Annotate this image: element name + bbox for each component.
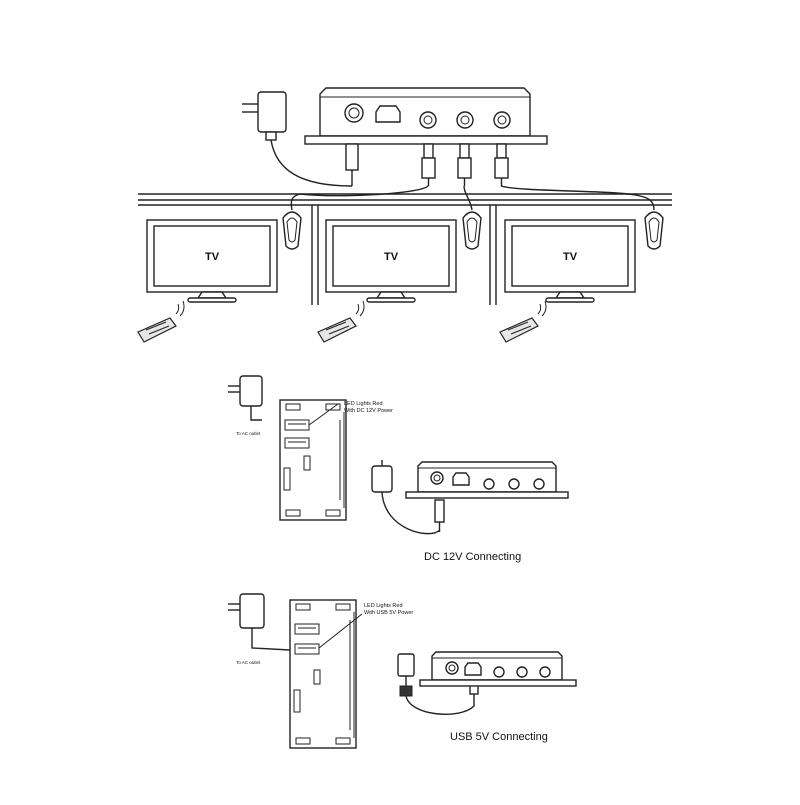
dc-caption: DC 12V Connecting bbox=[424, 551, 521, 563]
dc-ac-outlet-label: To AC outlet bbox=[236, 431, 261, 436]
ir-plugs-top bbox=[421, 143, 509, 186]
usb-ac-outlet-label: To AC outlet bbox=[236, 660, 261, 665]
ir-eye-middle bbox=[462, 211, 482, 250]
usb-hub-adapter bbox=[397, 653, 479, 715]
usb-section: To AC outlet LED Lights Red With USB 5V … bbox=[228, 593, 577, 749]
power-adapter-top bbox=[242, 91, 353, 187]
tv-left-label: TV bbox=[205, 251, 220, 263]
usb-led-note-line1: LED Lights Red bbox=[364, 603, 403, 609]
dc-ac-adapter bbox=[228, 375, 263, 421]
dc-led-note-line1: LED Lights Red bbox=[344, 401, 383, 407]
dc-hub bbox=[405, 461, 569, 499]
tv-left: TV bbox=[146, 219, 278, 303]
ir-eye-right bbox=[644, 211, 664, 250]
tv-right-label: TV bbox=[563, 251, 578, 263]
usb-caption: USB 5V Connecting bbox=[450, 731, 548, 743]
ir-hub-top bbox=[304, 87, 548, 145]
remote-right bbox=[499, 300, 547, 343]
dc-section: To AC outlet LED Lights Red With DC 12V … bbox=[228, 375, 569, 563]
usb-led-note-line2: With USB 5V Power bbox=[364, 610, 413, 616]
dc-led-note-line2: With DC 12V Power bbox=[344, 408, 393, 414]
remote-left bbox=[137, 300, 185, 343]
usb-ac-adapter bbox=[228, 593, 291, 651]
dc-panel bbox=[279, 399, 347, 521]
usb-hub bbox=[419, 651, 577, 687]
tv-right: TV bbox=[504, 219, 636, 303]
remote-middle bbox=[317, 300, 365, 343]
tv-middle: TV bbox=[325, 219, 457, 303]
ir-eye-left bbox=[282, 211, 302, 250]
tv-middle-label: TV bbox=[384, 251, 399, 263]
usb-panel bbox=[289, 599, 357, 749]
dc-hub-adapter bbox=[371, 460, 445, 535]
dc-plug-top bbox=[345, 143, 359, 186]
tv-shelf bbox=[138, 193, 672, 305]
